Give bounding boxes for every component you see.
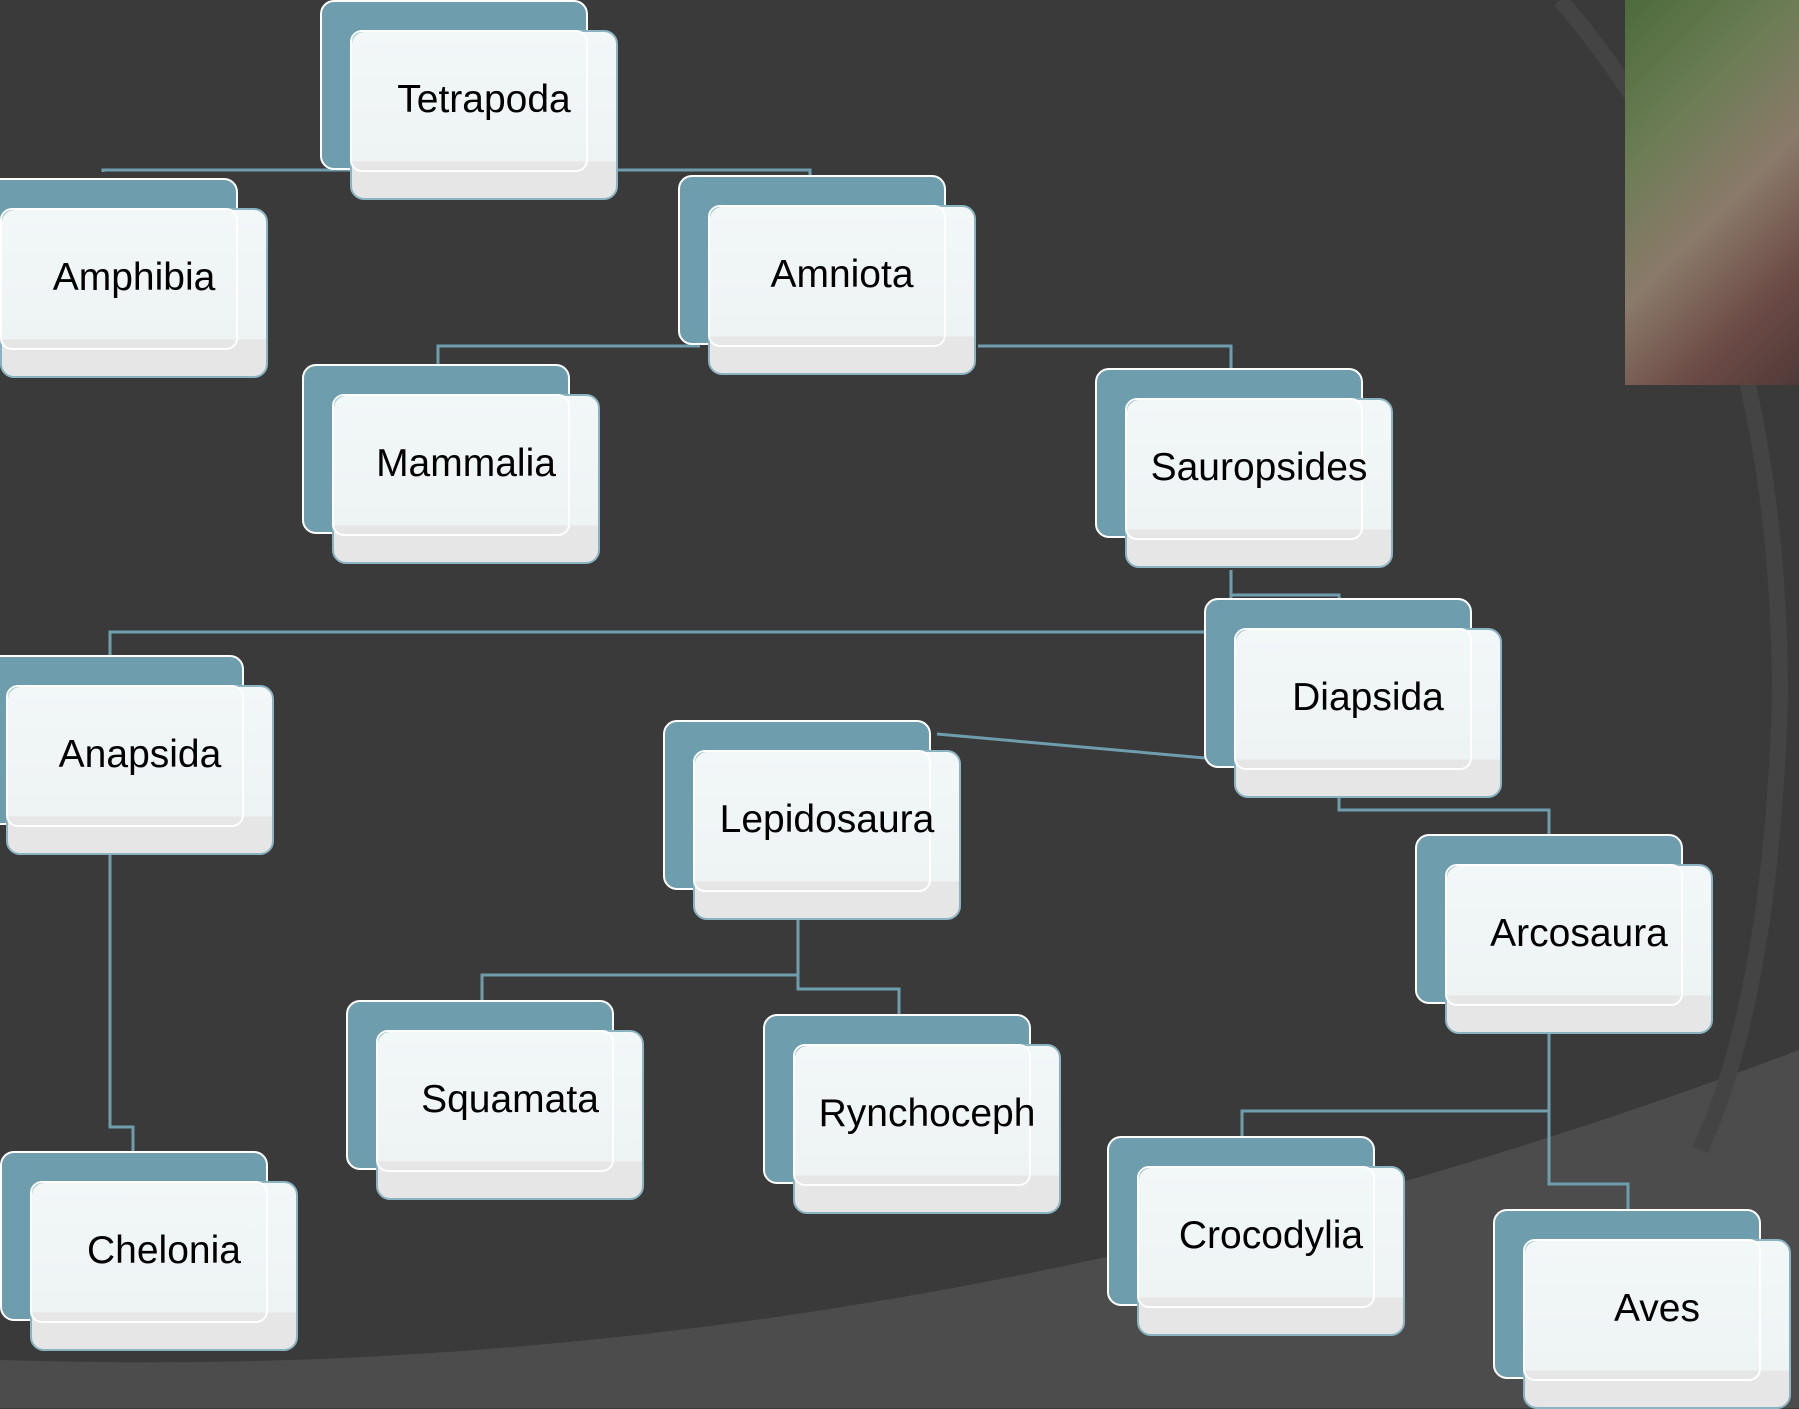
connector-line	[1547, 1034, 1630, 1211]
node-crocodylia: Crocodylia	[1107, 1136, 1407, 1336]
node-label: Anapsida	[58, 733, 222, 776]
connector-line	[936, 732, 1206, 760]
node-mammalia: Mammalia	[302, 364, 602, 564]
connector-line	[108, 570, 1233, 657]
node-label: Arcosaura	[1490, 912, 1668, 955]
node-lepidosaura: Lepidosaura	[663, 720, 963, 920]
node-label: Crocodylia	[1178, 1214, 1364, 1257]
connector-line	[1240, 1034, 1551, 1138]
node-label: Chelonia	[87, 1229, 241, 1272]
connector-line	[108, 855, 135, 1153]
node-sauropsides: Sauropsides	[1095, 368, 1395, 568]
node-squamata: Squamata	[346, 1000, 646, 1200]
node-label: Squamata	[421, 1078, 599, 1121]
node-label: Lepidosaura	[719, 798, 935, 841]
node-tetrapoda: Tetrapoda	[320, 0, 620, 200]
node-amphibia: Amphibia	[0, 178, 270, 378]
connector-line	[436, 344, 700, 366]
connector-line	[1229, 570, 1341, 600]
node-aves: Aves	[1493, 1209, 1793, 1409]
connector-line	[978, 344, 1233, 370]
node-rynchoceph: Rynchoceph	[763, 1014, 1063, 1214]
node-label: Aves	[1614, 1287, 1700, 1330]
connector-line	[1337, 798, 1551, 836]
node-chelonia: Chelonia	[0, 1151, 300, 1351]
node-label: Amniota	[770, 253, 914, 296]
node-label: Tetrapoda	[397, 78, 571, 121]
tuatara-photo	[1625, 0, 1799, 385]
node-anapsida: Anapsida	[0, 655, 276, 855]
node-label: Rynchoceph	[818, 1092, 1036, 1135]
node-label: Diapsida	[1292, 676, 1444, 719]
connector-line	[480, 920, 800, 1002]
node-label: Sauropsides	[1150, 446, 1368, 489]
node-amniota: Amniota	[678, 175, 978, 375]
node-label: Mammalia	[376, 442, 556, 485]
node-label: Amphibia	[52, 256, 216, 299]
connector-line	[796, 920, 901, 1016]
node-arcosaura: Arcosaura	[1415, 834, 1715, 1034]
node-diapsida: Diapsida	[1204, 598, 1504, 798]
